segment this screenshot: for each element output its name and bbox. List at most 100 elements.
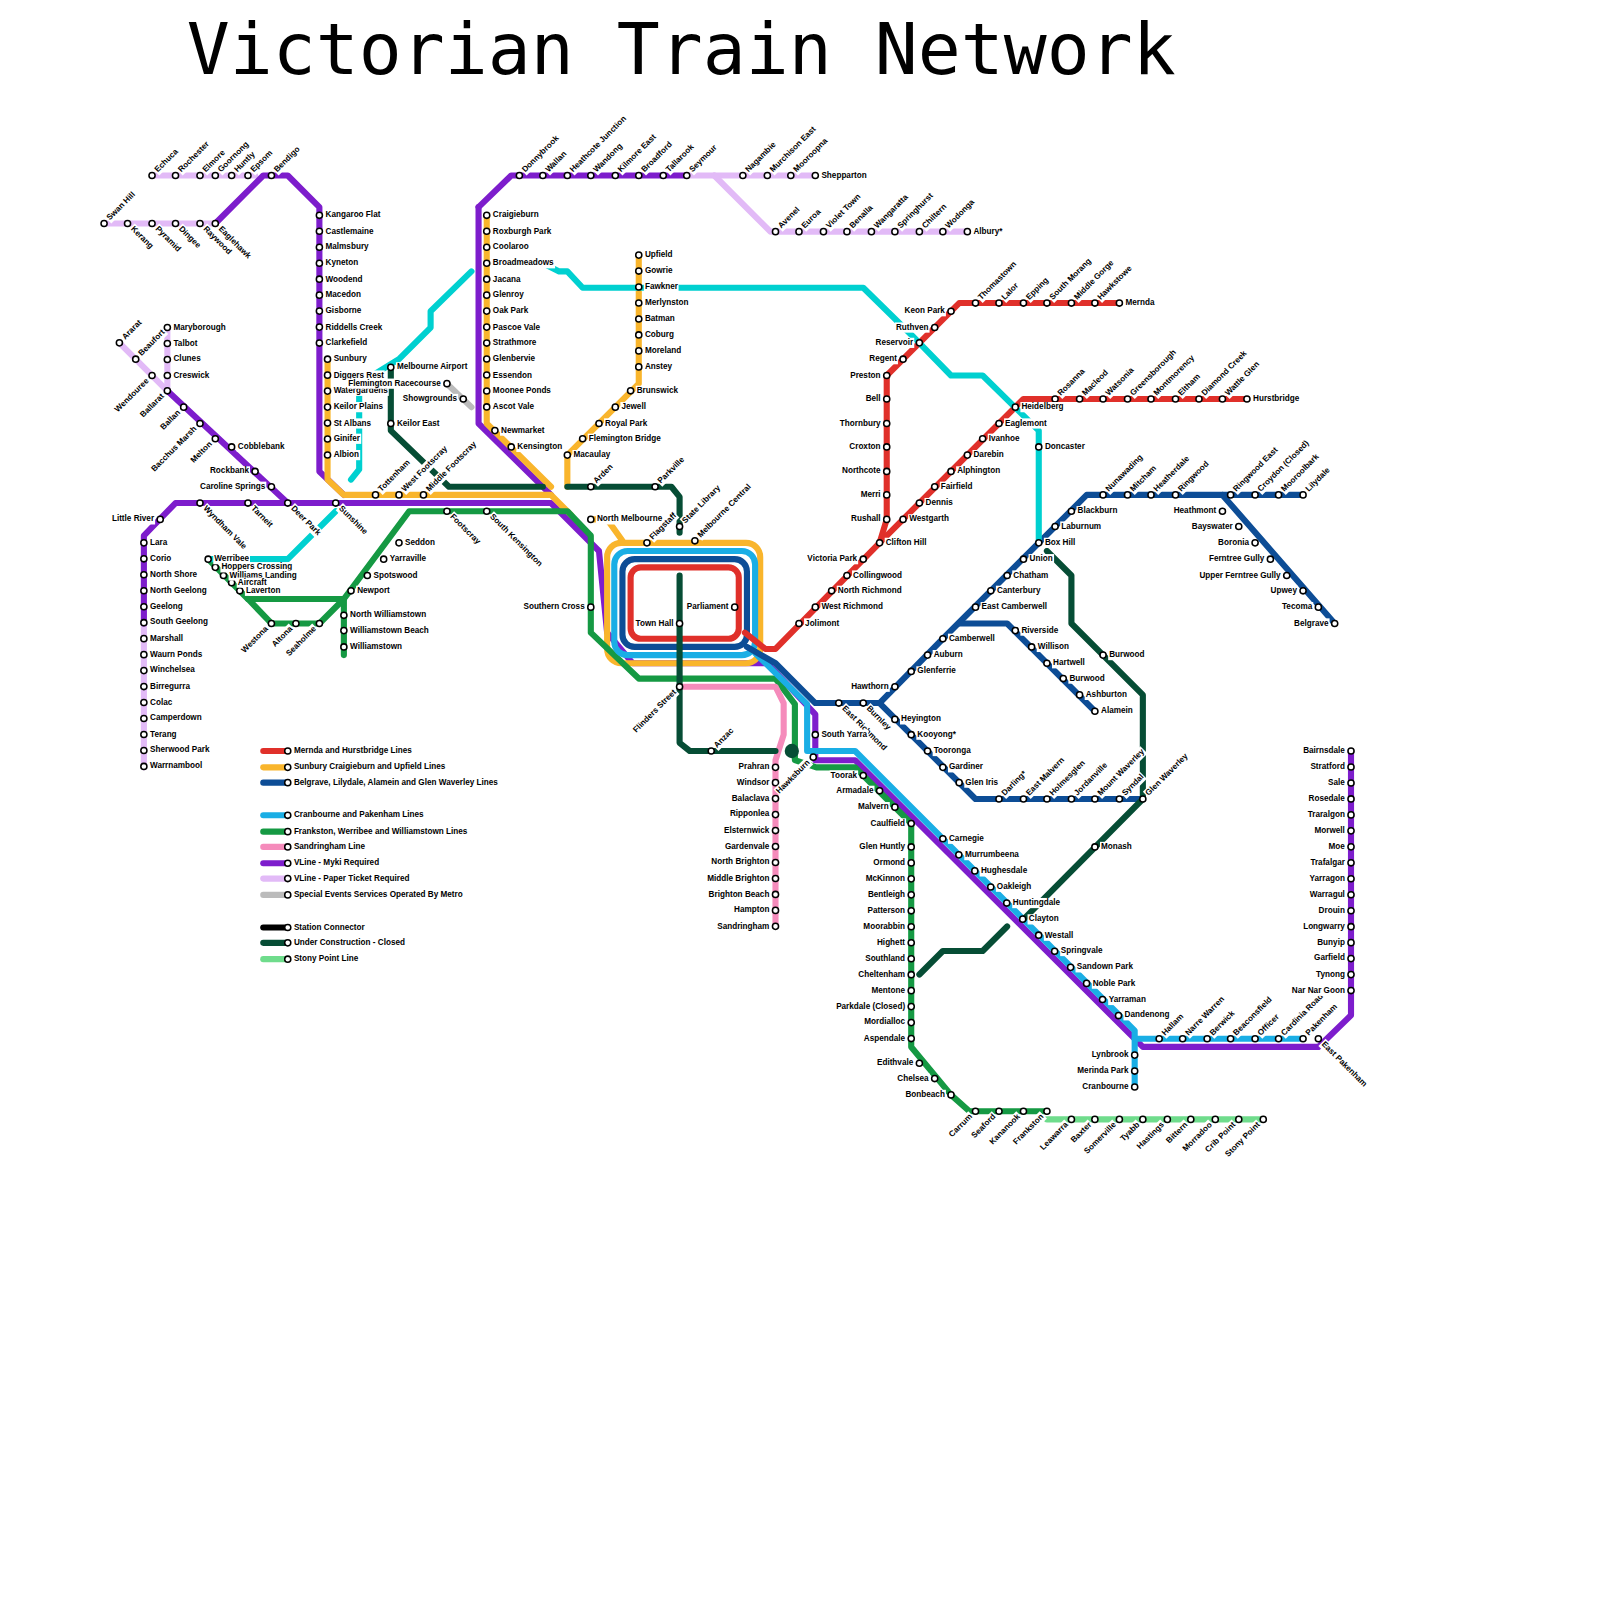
station-dot [940, 229, 946, 235]
station-name: McKinnon [865, 874, 907, 884]
station-name: Highett [876, 938, 906, 948]
station-dot [1140, 1116, 1146, 1122]
station-dot [677, 620, 683, 626]
station-dot [1148, 396, 1154, 402]
station-name: Warragul [1309, 890, 1346, 900]
station-dot [812, 732, 818, 738]
station-dot [197, 220, 203, 226]
station-dot [484, 340, 490, 346]
station-dot [860, 556, 866, 562]
station-dot [229, 172, 235, 178]
station-dot [908, 972, 914, 978]
station-name: Ararat [119, 317, 145, 343]
station-dot [164, 388, 170, 394]
station-name: Patterson [866, 906, 906, 916]
station-dot [1092, 300, 1098, 306]
station-dot [1115, 1012, 1121, 1018]
station-dot [172, 172, 178, 178]
legend-text: VLine - Myki Required [294, 858, 379, 868]
station-dot [884, 492, 890, 498]
station-dot [772, 812, 778, 818]
station-dot [141, 572, 147, 578]
station-name: Rushall [850, 514, 882, 524]
station-name: Parkdale (Closed) [835, 1002, 906, 1012]
station-name: Bayswater [1191, 521, 1234, 531]
station-dot [197, 420, 203, 426]
station-dot [612, 172, 618, 178]
station-dot [484, 212, 490, 218]
station-dot [1100, 396, 1106, 402]
station-dot [1348, 972, 1354, 978]
station-name: Rockbank [209, 466, 250, 476]
station-dot [212, 220, 218, 226]
station-dot [1348, 956, 1354, 962]
station-name: Noble Park [1092, 978, 1137, 988]
station-dot [484, 244, 490, 250]
station-dot [316, 292, 322, 298]
station-name: Mentone [871, 986, 907, 996]
station-name: East Pakenham [1318, 1039, 1369, 1090]
station-dot [772, 229, 778, 235]
station-dot [484, 508, 490, 514]
station-name: South Geelong [149, 618, 209, 628]
station-dot [588, 604, 594, 610]
station-dot [940, 836, 946, 842]
station-dot [908, 844, 914, 850]
station-dot [932, 484, 938, 490]
station-name: Coolaroo [492, 242, 530, 252]
station-dot [884, 516, 890, 522]
station-name: Essendon [492, 370, 533, 380]
station-name: Gardenvale [724, 841, 771, 851]
station-dot [1300, 1036, 1306, 1042]
station-dot [341, 612, 347, 618]
station-dot [316, 244, 322, 250]
station-dot [948, 468, 954, 474]
station-name: Ashburton [1085, 690, 1128, 700]
station-dot [884, 420, 890, 426]
station-name: Yarraville [389, 554, 427, 564]
station-name: Gardiner [948, 762, 984, 772]
station-name: Willison [1037, 642, 1070, 652]
station-dot [1276, 492, 1282, 498]
station-dot [836, 700, 842, 706]
station-dot [884, 396, 890, 402]
station-dot [1012, 628, 1018, 634]
station-name: Birregurra [149, 681, 191, 691]
station-dot [860, 700, 866, 706]
station-dot [1044, 300, 1050, 306]
station-name: Doncaster [1044, 442, 1086, 452]
station-name: Longwarry [1302, 922, 1346, 932]
station-dot [916, 229, 922, 235]
station-name: Avenel [776, 204, 803, 231]
station-name: Batman [644, 314, 676, 324]
station-name: Sherwood Park [149, 745, 210, 755]
station-name: Box Hill [1044, 538, 1076, 548]
station-name: Williamstown Beach [349, 626, 430, 636]
station-dot [484, 260, 490, 266]
station-name: Winchelsea [149, 665, 196, 675]
legend-swatch [259, 937, 294, 949]
station-name: Croxton [848, 442, 881, 452]
station-name: Bunyip [1316, 938, 1346, 948]
station-name: Caroline Springs [199, 482, 266, 492]
station-dot [916, 1060, 922, 1066]
station-dot [1348, 844, 1354, 850]
station-dot [164, 324, 170, 330]
legend-swatch [259, 809, 294, 821]
station-name: Shepparton [820, 170, 867, 180]
station-name: Middle Brighton [706, 873, 770, 883]
station-dot [1212, 1116, 1218, 1122]
station-name: Lara [149, 538, 168, 548]
station-dot [316, 308, 322, 314]
station-name: Alphington [956, 466, 1001, 476]
station-dot [341, 644, 347, 650]
station-name: Sandown Park [1076, 962, 1134, 972]
station-dot [141, 652, 147, 658]
station-dot [1020, 300, 1026, 306]
station-name: Colac [149, 697, 173, 707]
station-name: Aspendale [863, 1033, 906, 1043]
map-title: Victorian Train Network [187, 8, 1176, 92]
station-dot [124, 220, 130, 226]
station-name: Royal Park [604, 418, 648, 428]
station-dot [1068, 964, 1074, 970]
